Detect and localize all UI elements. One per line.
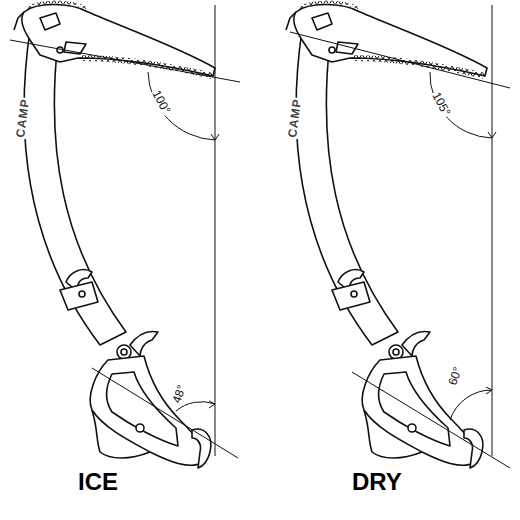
angle-arc — [148, 72, 215, 140]
dry-axe — [286, 2, 487, 468]
arrow-head — [211, 134, 219, 140]
mode-label: ICE — [78, 470, 118, 494]
pick-line — [10, 40, 240, 82]
mode-label: DRY — [352, 470, 402, 494]
angle-label: 100° — [149, 87, 172, 116]
reference-line — [492, 5, 493, 456]
grip-line — [92, 368, 238, 458]
grip-line — [352, 372, 510, 468]
angle-arc — [430, 72, 492, 138]
angle-arc — [450, 390, 492, 420]
arrow-head — [488, 132, 496, 138]
reference-line — [215, 5, 216, 456]
angle-label: 60° — [446, 364, 464, 387]
pick-line — [290, 32, 510, 88]
angle-label: 105° — [429, 89, 452, 118]
arrow-head — [209, 401, 215, 408]
angle-label: 48° — [170, 382, 188, 405]
arrow-head — [486, 387, 492, 394]
